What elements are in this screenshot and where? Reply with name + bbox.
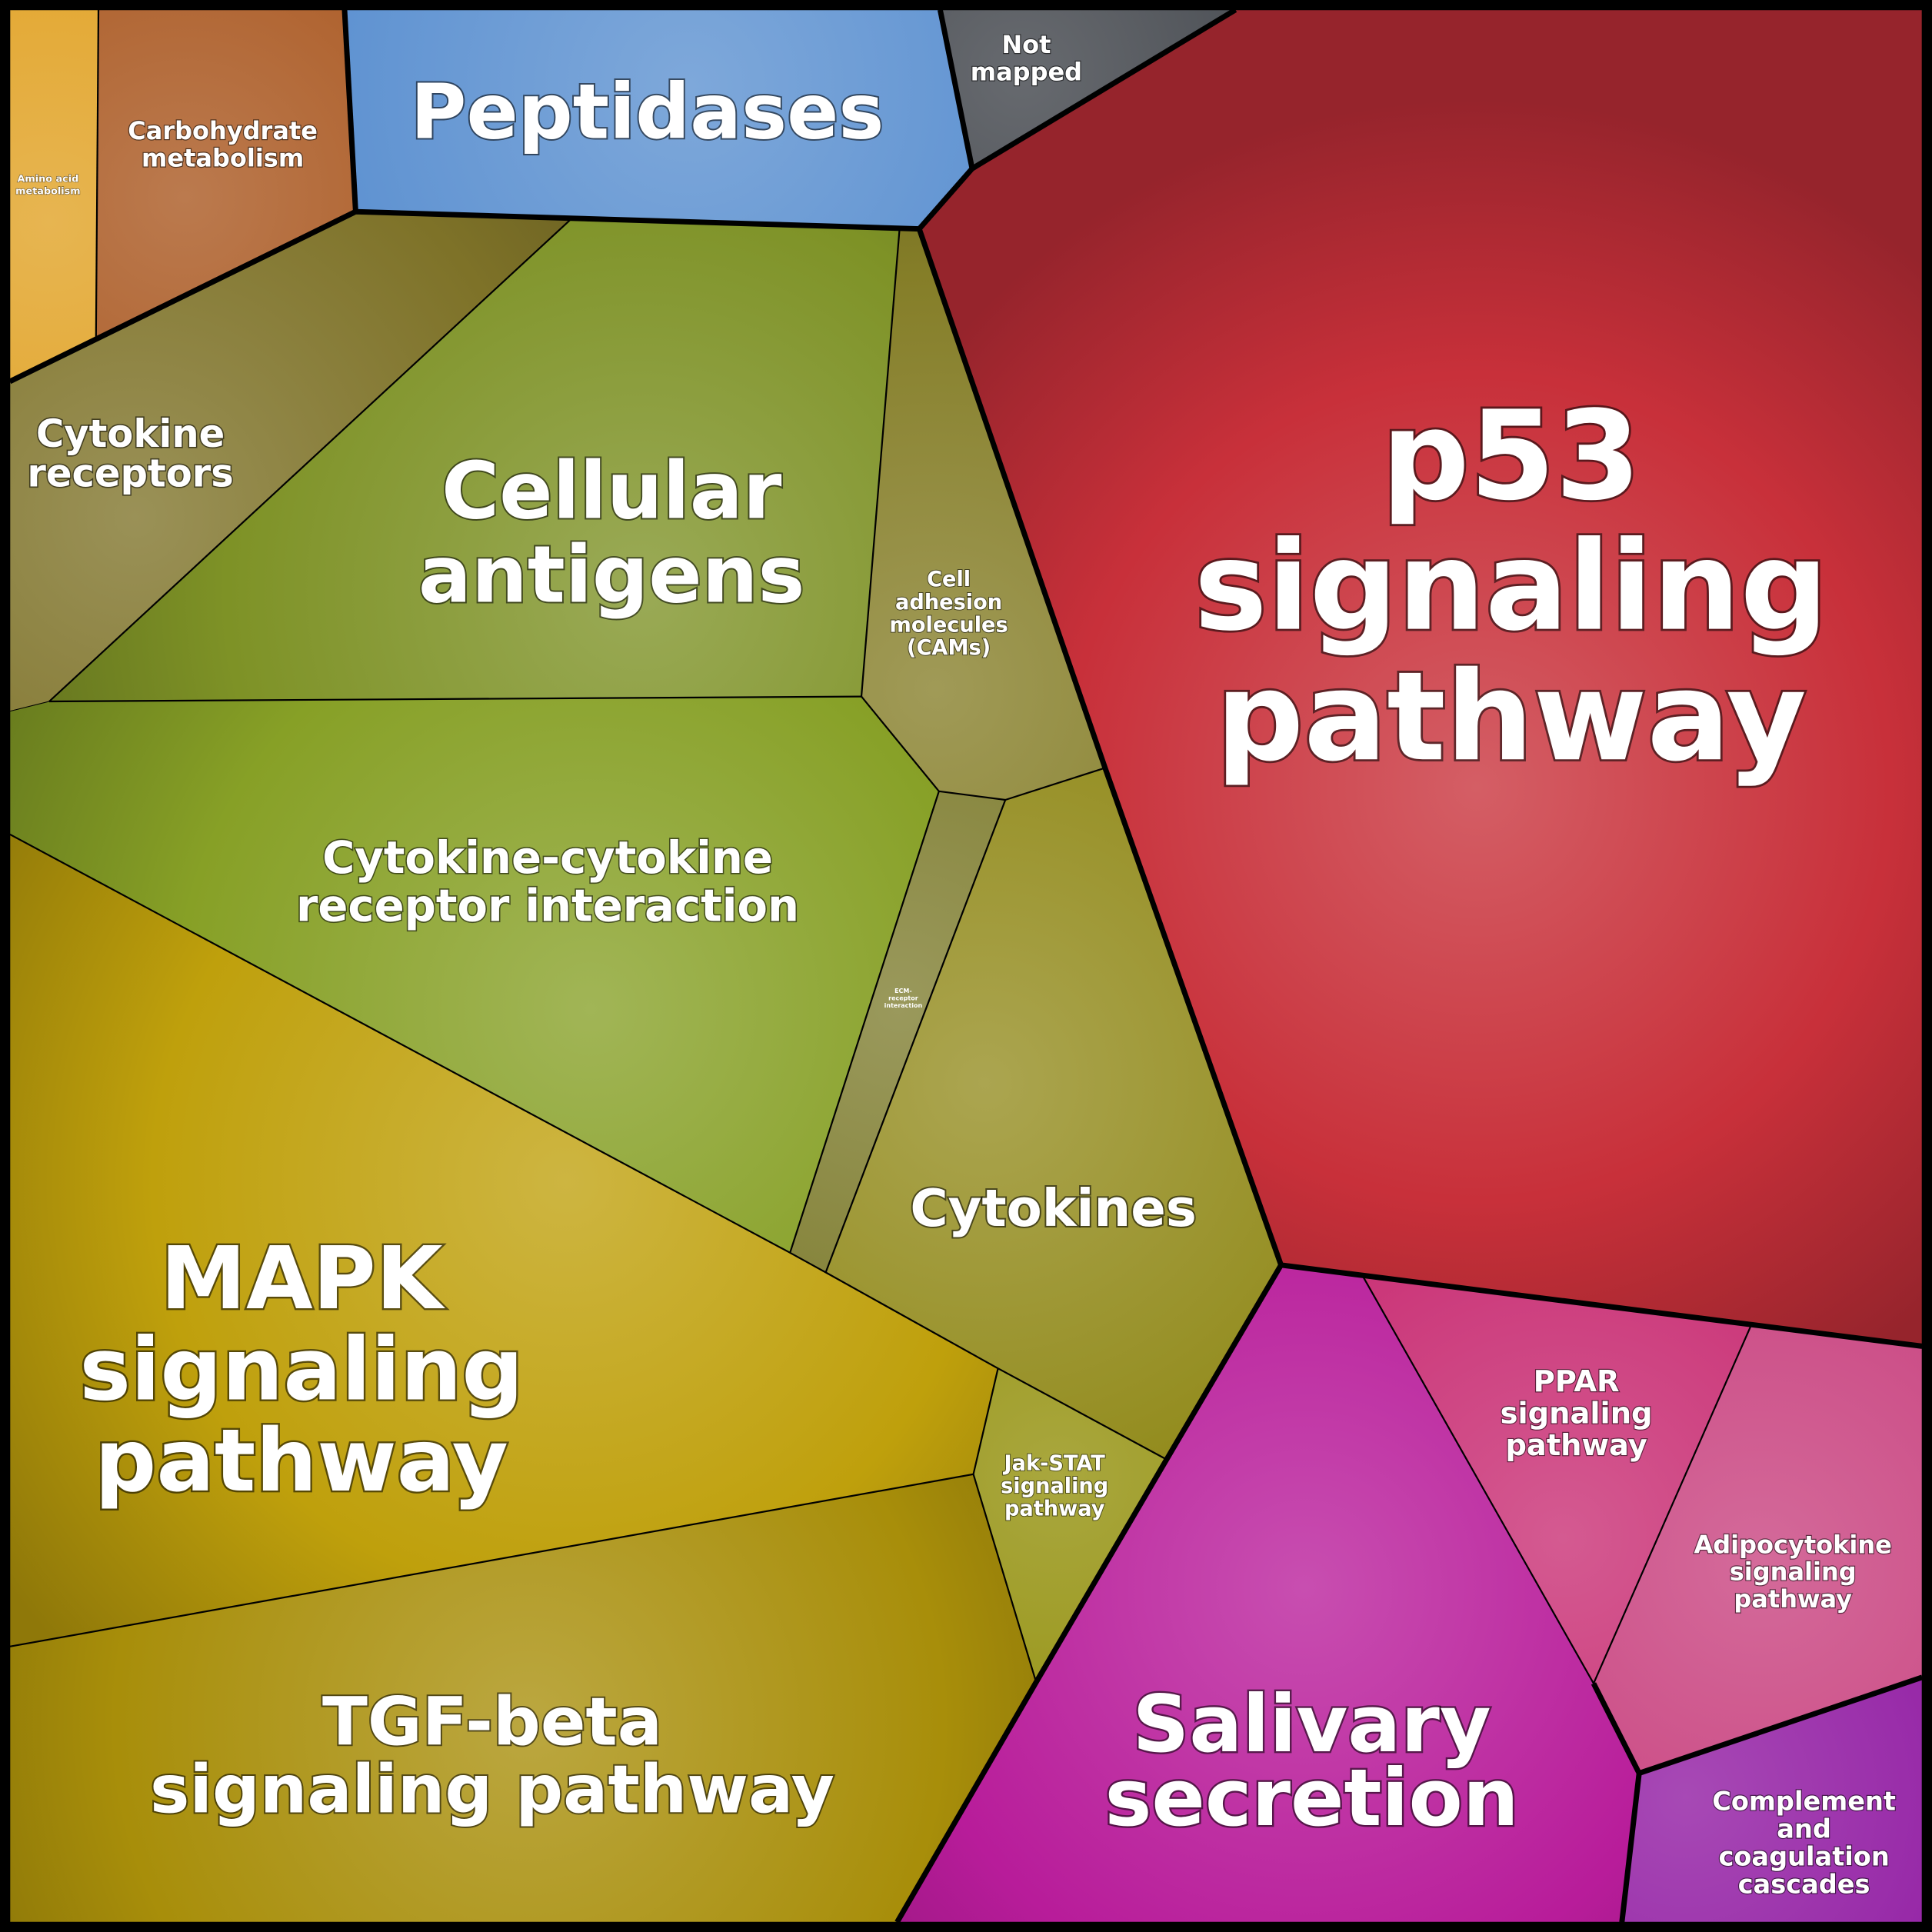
label-line: Cytokines bbox=[910, 1178, 1196, 1238]
cells bbox=[9, 9, 1923, 1923]
group-border bbox=[916, 7, 1923, 1349]
group-border bbox=[341, 9, 358, 212]
inner-border bbox=[860, 228, 901, 697]
group-border bbox=[894, 1264, 1284, 1924]
inner-border bbox=[48, 695, 862, 703]
label-line: signaling bbox=[1194, 515, 1828, 658]
label-line: signaling bbox=[1001, 1474, 1108, 1498]
label-line: Carbohydrate bbox=[128, 116, 318, 145]
label-line: signaling pathway bbox=[150, 1752, 834, 1829]
inner-border bbox=[938, 790, 1006, 801]
inner-border bbox=[861, 695, 940, 792]
label-line: antigens bbox=[418, 530, 805, 621]
label-line: receptors bbox=[27, 451, 233, 495]
label-line: signaling bbox=[1730, 1557, 1857, 1587]
label-line: Salivary bbox=[1133, 1679, 1491, 1770]
label-line: Jak-STAT bbox=[1003, 1451, 1106, 1475]
label-line: Cellular bbox=[441, 446, 782, 538]
label-line: molecules bbox=[890, 613, 1008, 637]
label-line: metabolism bbox=[142, 143, 304, 172]
label-line: coagulation bbox=[1718, 1841, 1889, 1871]
label-line: and bbox=[1777, 1814, 1831, 1844]
inner-border bbox=[824, 799, 1007, 1273]
label-line: signaling bbox=[79, 1321, 523, 1421]
inner-border bbox=[972, 1367, 999, 1475]
label-line: pathway bbox=[1216, 645, 1807, 788]
inner-border bbox=[9, 833, 1168, 1461]
inner-border bbox=[48, 219, 571, 702]
inner-border bbox=[1004, 767, 1106, 801]
label-line: adhesion bbox=[895, 591, 1002, 615]
label-cytokines: Cytokines bbox=[910, 1178, 1196, 1238]
label-line: Amino acid bbox=[18, 174, 79, 185]
label-line: receptor bbox=[888, 995, 918, 1002]
label-line: Cytokine bbox=[36, 411, 225, 456]
label-line: cascades bbox=[1738, 1869, 1870, 1899]
label-line: metabolism bbox=[15, 186, 80, 198]
label-line: MAPK bbox=[160, 1229, 445, 1329]
label-line: pathway bbox=[1004, 1497, 1105, 1521]
label-line: Cell bbox=[927, 568, 971, 591]
group-border bbox=[937, 9, 975, 169]
label-line: PPAR bbox=[1534, 1364, 1620, 1399]
label-line: Cytokine-cytokine bbox=[322, 832, 773, 884]
label-line: pathway bbox=[1505, 1428, 1647, 1463]
label-line: receptor interaction bbox=[296, 881, 799, 932]
label-line: pathway bbox=[1734, 1584, 1852, 1614]
label-line: Complement bbox=[1712, 1786, 1896, 1816]
label-line: pathway bbox=[95, 1411, 508, 1511]
inner-border bbox=[1362, 1277, 1594, 1684]
label-line: TGF-beta bbox=[322, 1684, 662, 1761]
label-peptidases: Peptidases bbox=[411, 68, 884, 157]
label-line: Not bbox=[1001, 30, 1051, 59]
label-line: ECM- bbox=[894, 988, 912, 994]
label-line: signaling bbox=[1501, 1397, 1653, 1431]
label-line: p53 bbox=[1381, 384, 1641, 528]
label-line: Peptidases bbox=[411, 68, 884, 157]
inner-border bbox=[789, 791, 940, 1254]
label-line: interaction bbox=[884, 1002, 923, 1009]
group-border bbox=[1638, 1674, 1924, 1776]
inner-border bbox=[9, 1473, 1038, 1683]
label-line: mapped bbox=[971, 57, 1082, 86]
inner-border bbox=[95, 9, 100, 338]
inner-border bbox=[1592, 1324, 1752, 1684]
label-line: (CAMs) bbox=[907, 636, 991, 660]
label-line: Adipocytokine bbox=[1694, 1531, 1892, 1560]
label-line: secretion bbox=[1104, 1753, 1518, 1844]
